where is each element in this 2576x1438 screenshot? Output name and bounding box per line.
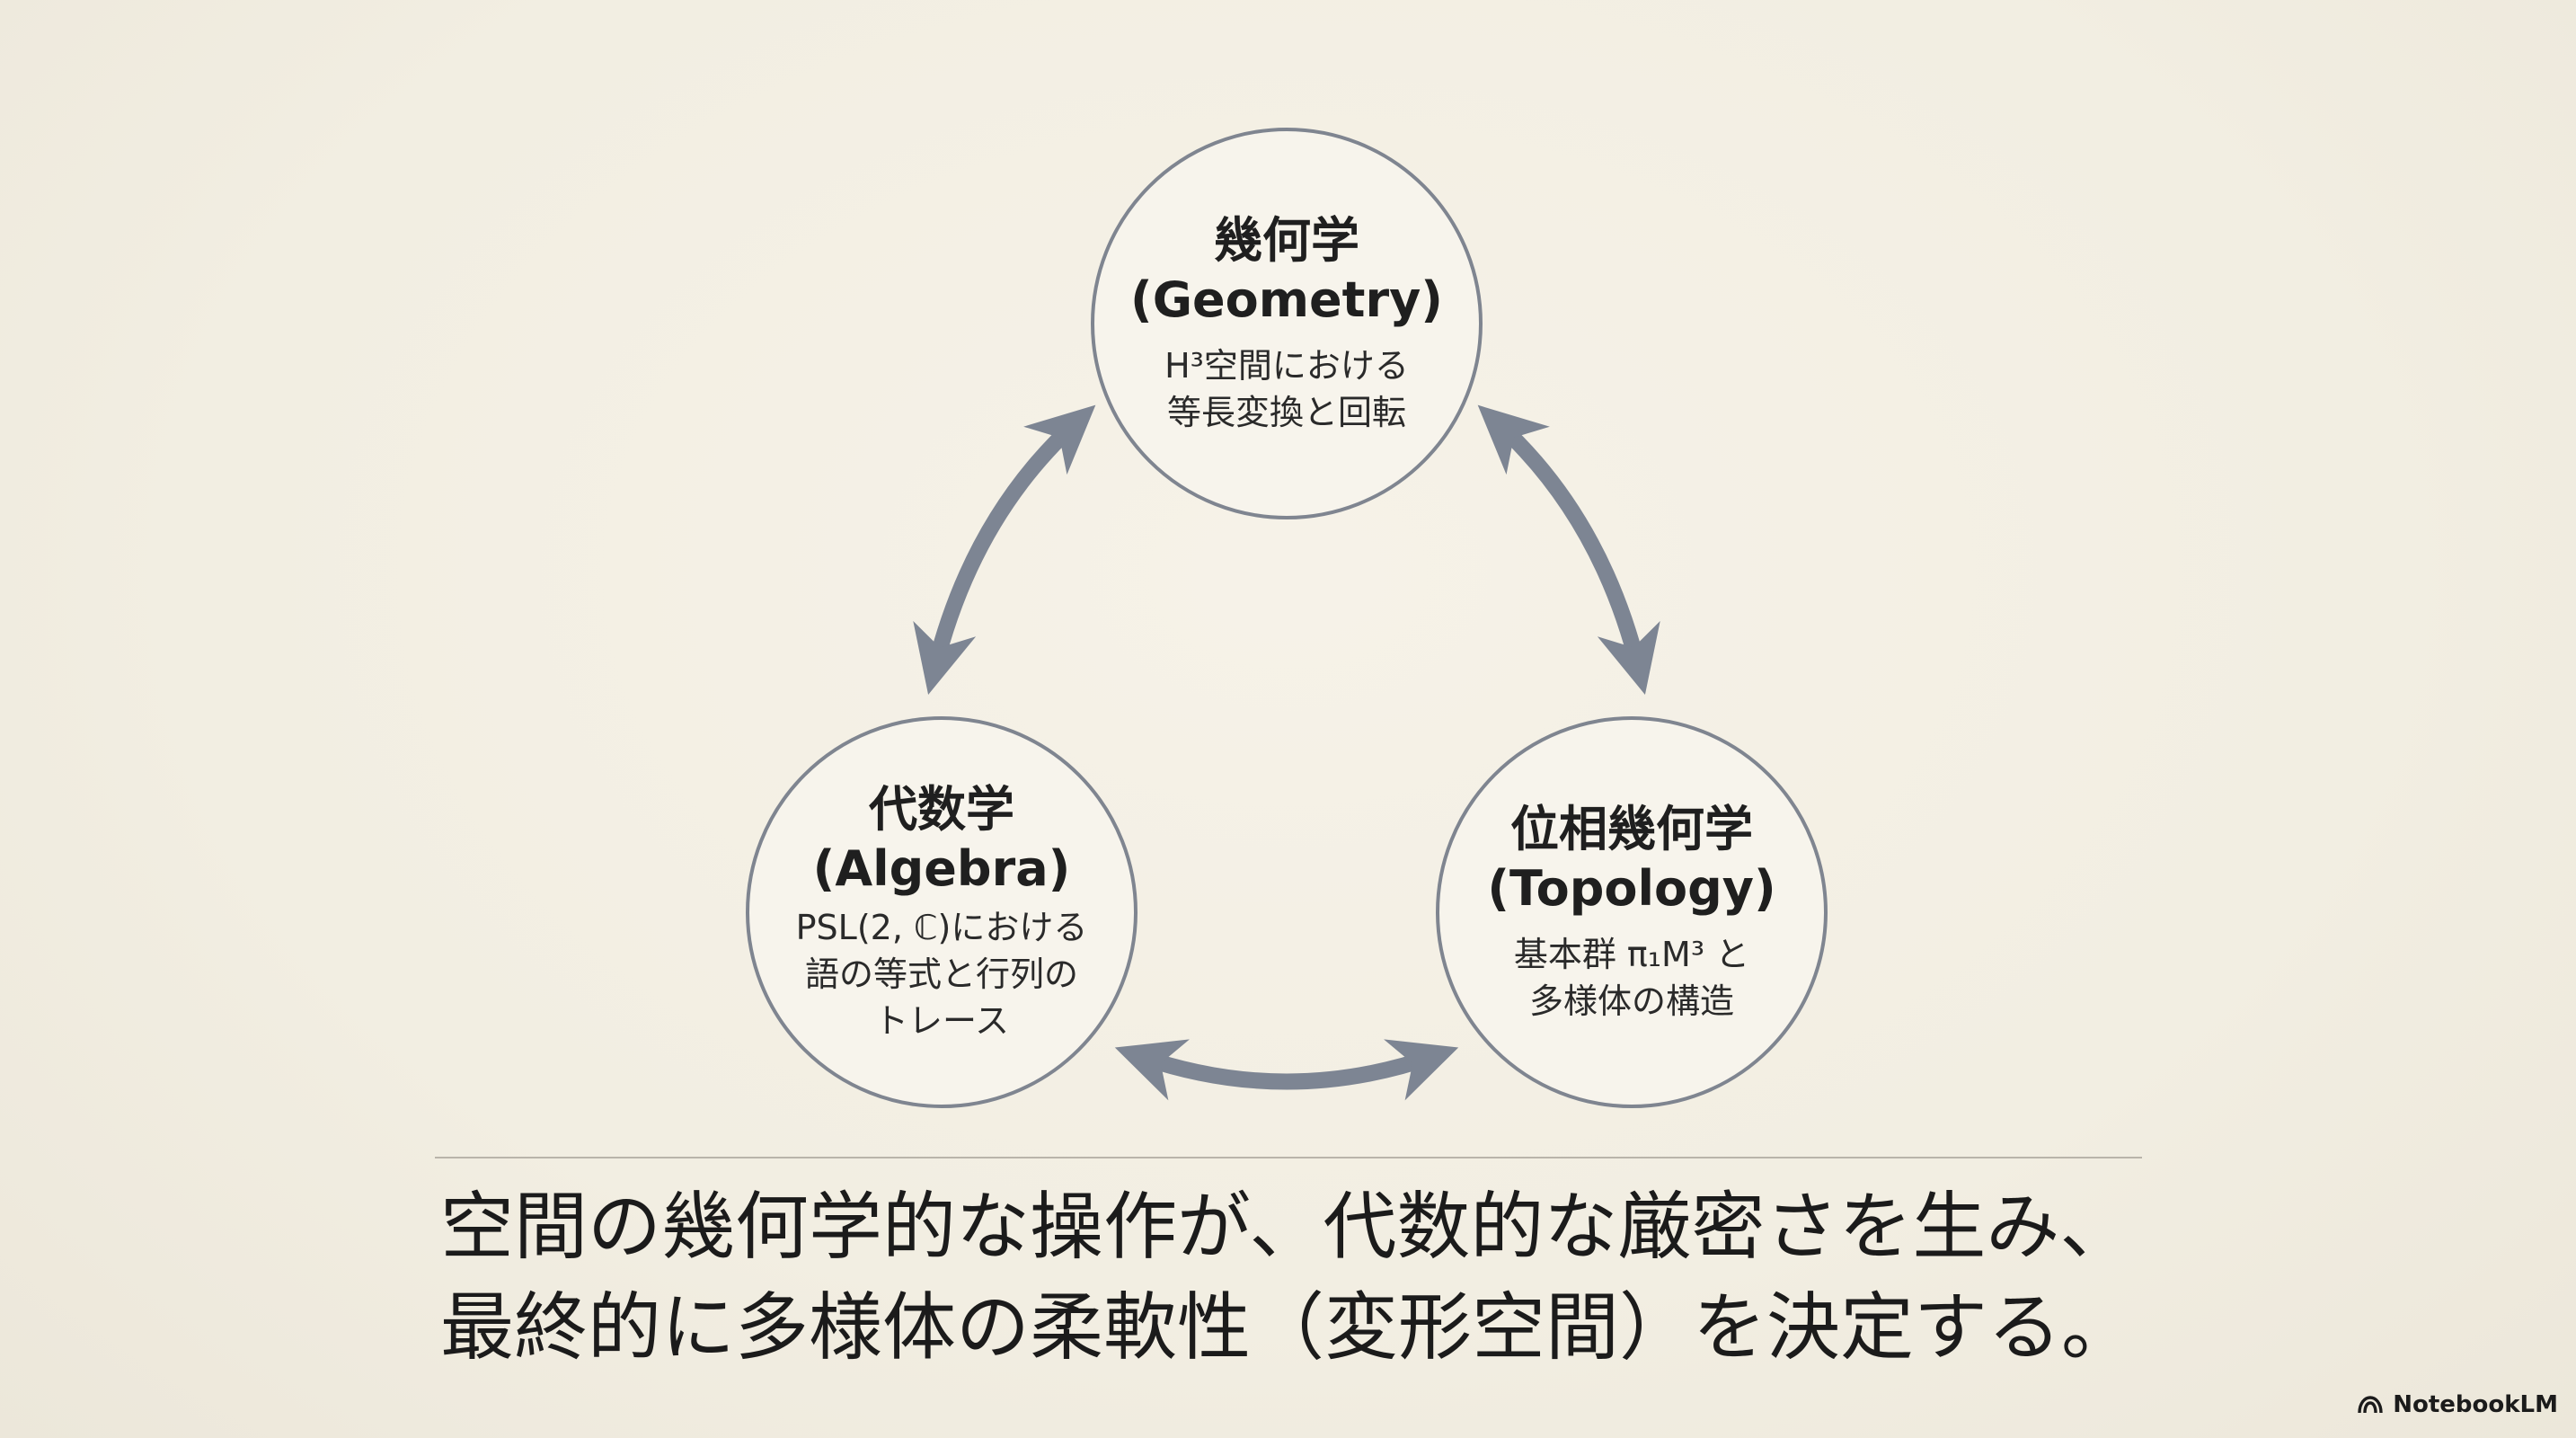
algebra-node: 代数学 (Algebra) PSL(2, ℂ)における語の等式と行列のトレース [748, 719, 1135, 1105]
algebra-description: PSL(2, ℂ)における語の等式と行列のトレース [795, 908, 1088, 1041]
geometry-title: 幾何学 [1214, 212, 1359, 269]
algebra-title: 代数学 [869, 781, 1014, 838]
caption: 空間の幾何学的な操作が、代数的な厳密さを生み、 最終的に多様体の柔軟性（変形空間… [440, 1177, 2237, 1379]
topology-node: 位相幾何学 (Topology) 基本群 π₁M³ と 多様体の構造 [1438, 719, 1825, 1105]
caption-line-1: 空間の幾何学的な操作が、代数的な厳密さを生み、 [440, 1185, 2134, 1270]
algebra-subtitle: (Algebra) [812, 840, 1071, 897]
geometry-description: H³空間における 等長変換と回転 [1164, 346, 1409, 432]
topology-description: 基本群 π₁M³ と 多様体の構造 [1513, 935, 1750, 1021]
geometry-subtitle: (Geometry) [1130, 271, 1443, 328]
topology-subtitle: (Topology) [1487, 860, 1776, 917]
notebooklm-brand: NotebookLM [2357, 1391, 2558, 1418]
arrow-geometry-algebra [913, 404, 1096, 695]
geometry-circle [1091, 128, 1483, 519]
topology-circle [1436, 716, 1828, 1108]
arrow-geometry-topology [1477, 404, 1660, 695]
caption-divider [435, 1157, 2142, 1158]
arrow-algebra-topology [1114, 1039, 1459, 1101]
brand-label: NotebookLM [2393, 1391, 2558, 1418]
geometry-node: 幾何学 (Geometry) H³空間における 等長変換と回転 [1093, 130, 1480, 517]
algebra-circle [746, 716, 1138, 1108]
topology-title: 位相幾何学 [1510, 801, 1753, 857]
caption-line-2: 最終的に多様体の柔軟性（変形空間）を決定する。 [440, 1285, 2136, 1371]
notebooklm-logo-icon [2358, 1396, 2383, 1414]
